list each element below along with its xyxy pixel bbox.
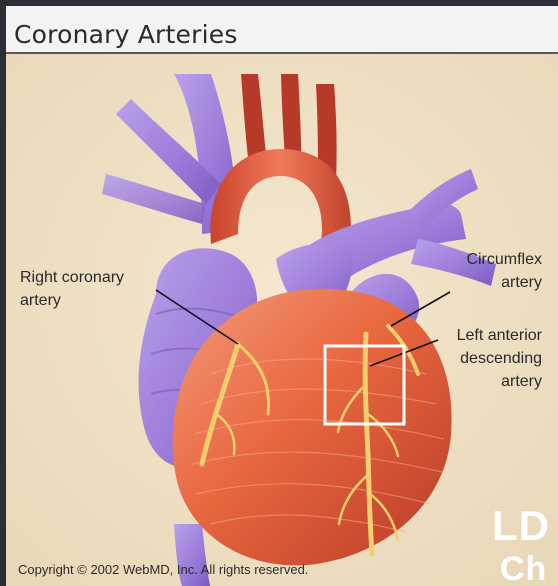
- label-lad-artery: Left anterior descending artery: [432, 324, 542, 393]
- overlay-text-line1: LD: [492, 502, 550, 550]
- title-bar: Coronary Arteries: [6, 6, 558, 54]
- figure-panel: Coronary Arteries: [6, 6, 558, 586]
- heart-svg: [6, 54, 558, 586]
- copyright-notice: Copyright © 2002 WebMD, Inc. All rights …: [18, 562, 308, 577]
- label-circumflex-artery: Circumflex artery: [452, 248, 542, 294]
- label-right-coronary-artery: Right coronary artery: [20, 266, 124, 312]
- heart-illustration: Right coronary artery Circumflex artery …: [6, 54, 558, 586]
- figure-title: Coronary Arteries: [14, 20, 238, 49]
- overlay-text-line2: Ch: [500, 550, 547, 586]
